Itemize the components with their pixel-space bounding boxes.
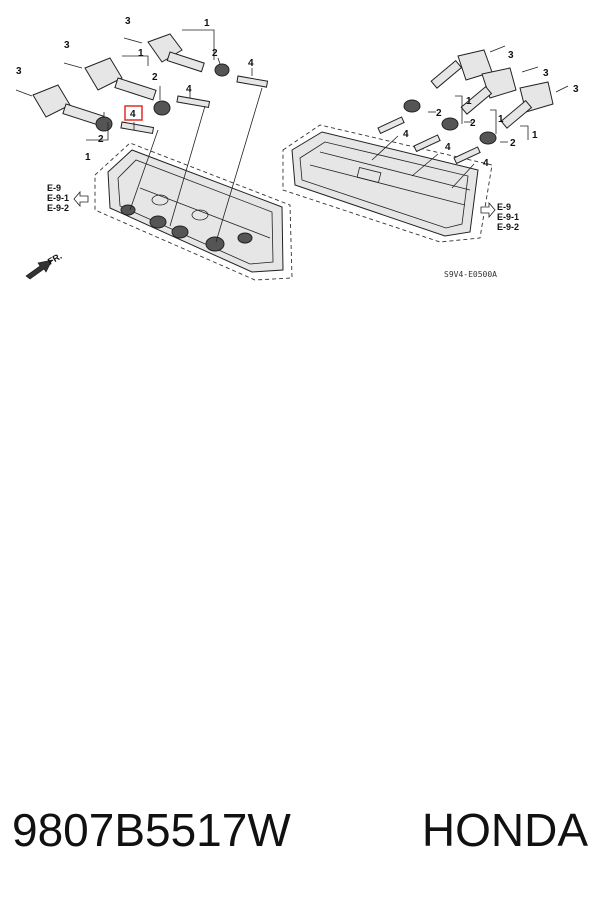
ref-e9: E-9 [497,202,511,212]
callout-2: 2 [470,118,476,129]
callout-3: 3 [64,40,70,51]
brand-name: HONDA [421,804,588,856]
callout-2: 2 [510,138,516,149]
callout-2: 2 [212,48,218,59]
callout-1: 1 [85,152,91,163]
ref-e9-2: E-9-2 [47,203,69,213]
part-number: 9807B5517W [12,804,291,856]
ref-e9-2: E-9-2 [497,222,519,232]
footer: 9807B5517W HONDA [0,795,600,865]
left-cylinder-head-cover [94,142,293,281]
callout-2: 2 [98,134,104,145]
refs-left: E-9 E-9-1 E-9-2 [47,183,89,213]
right-ignition-coils [403,45,569,145]
ref-e9: E-9 [47,183,61,193]
callout-2: 2 [152,72,158,83]
arrow-left-icon [73,190,89,208]
left-spark-plugs [120,75,269,135]
callout-1: 1 [466,96,472,107]
refs-right: E-9 E-9-1 E-9-2 [480,201,519,232]
callout-2: 2 [436,108,442,119]
callout-4-highlighted: 4 [130,109,136,120]
callout-4: 4 [483,158,489,169]
left-ignition-coils [15,33,230,132]
arrow-right-icon [480,201,496,219]
callout-3: 3 [573,84,579,95]
leader-lines [86,29,529,243]
ref-e9-1: E-9-1 [47,193,69,203]
callout-4: 4 [248,58,254,69]
callout-1: 1 [498,114,504,125]
callout-1: 1 [138,48,144,59]
callout-3: 3 [16,66,22,77]
parts-diagram: 1 1 1 1 1 1 2 2 2 2 2 2 3 3 3 3 3 3 4 4 … [15,16,579,281]
diagram-code: S9V4-E0500A [444,270,497,279]
callout-3: 3 [508,50,514,61]
highlight-box [124,105,143,121]
right-spark-plugs [377,116,481,165]
callout-4: 4 [445,142,451,153]
callout-numbers: 1 1 1 1 1 1 2 2 2 2 2 2 3 3 3 3 3 3 4 4 … [16,16,579,169]
callout-4: 4 [403,129,409,140]
front-arrow-icon [25,259,53,280]
right-cylinder-head-cover [282,124,493,243]
callout-1: 1 [204,18,210,29]
front-direction-indicator: FR. [25,251,64,280]
callout-3: 3 [543,68,549,79]
callout-4: 4 [186,84,192,95]
front-label: FR. [46,251,64,267]
callout-3: 3 [125,16,131,27]
callout-1: 1 [532,130,538,141]
ref-e9-1: E-9-1 [497,212,519,222]
